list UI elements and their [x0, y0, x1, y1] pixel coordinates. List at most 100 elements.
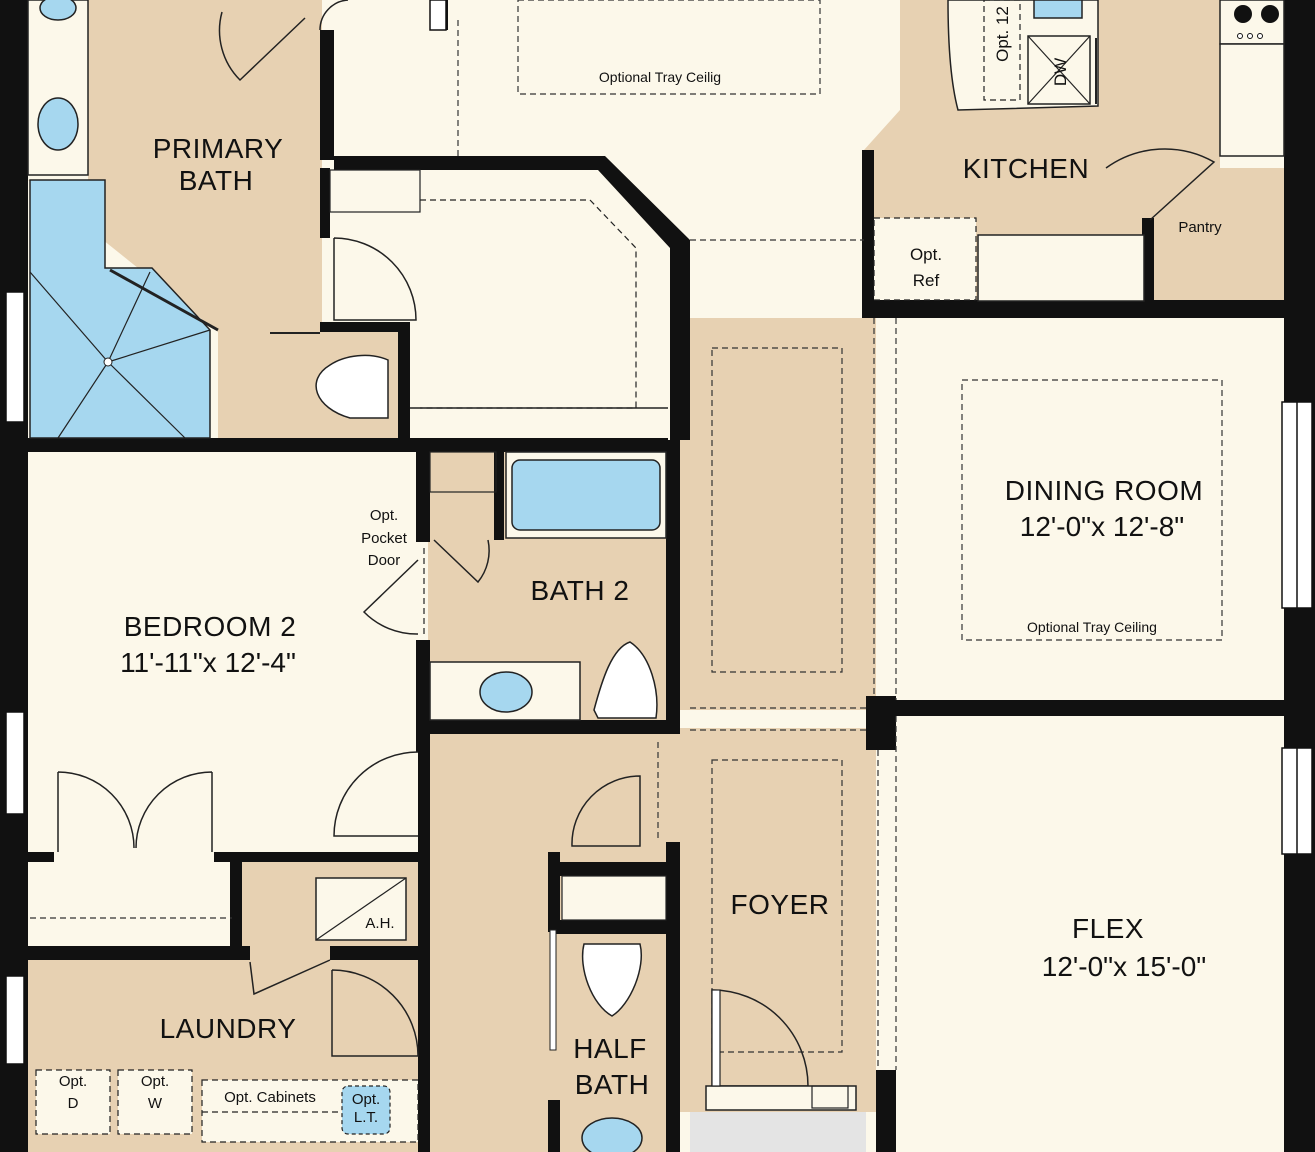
shower-line-4	[57, 361, 109, 439]
top-door-arc	[319, 0, 349, 31]
windows	[5, 291, 1313, 1065]
wall-bath2-bottom	[416, 720, 680, 734]
wall-bath2-closet	[494, 452, 504, 540]
shower-line-1	[29, 271, 109, 363]
laundry-door-swing	[331, 969, 419, 1057]
pantry-door-swing	[1105, 148, 1216, 221]
opt-cabinets-label: Opt. Cabinets	[224, 1089, 316, 1106]
wall-laundry-top	[28, 946, 250, 960]
pantry-label: Pantry	[1178, 219, 1222, 236]
shower-outline	[29, 179, 211, 439]
bedroom-2: BEDROOM 2 11'-11"x 12'-4" Opt. Pocket Do…	[30, 507, 425, 919]
wall-bedroom-right	[416, 452, 430, 542]
opt-laundry-tub	[341, 1085, 391, 1135]
foyer-label: FOYER	[731, 889, 830, 920]
closet-door-left	[57, 771, 135, 852]
wall-pantry-left	[1142, 218, 1154, 318]
dishwasher-x2	[1027, 35, 1091, 105]
toilet-primary	[315, 354, 389, 419]
kitchen-fixtures: DW Opt. 12 Pantry KITCHEN Opt. Ref	[873, 0, 1285, 302]
flex-dims: 12'-0"x 15'-0"	[1042, 951, 1206, 982]
window-laundry	[5, 975, 25, 1065]
opt-lt-label-2: L.T.	[354, 1109, 378, 1126]
wall-flex-left	[876, 1070, 896, 1152]
laundry: A.H. LAUNDRY Opt. D Opt. W Opt. Cabinets…	[35, 877, 419, 1143]
wall-bedroom-bottom	[214, 852, 430, 862]
opt-lt-label-1: Opt.	[352, 1091, 380, 1108]
dining-room-dims: 12'-0"x 12'-8"	[1020, 511, 1184, 542]
burner-1	[1234, 5, 1252, 23]
window-bedroom	[5, 711, 25, 815]
half-bath: HALF BATH	[549, 775, 667, 1152]
wall-hall-column	[866, 696, 896, 750]
burner-2	[1261, 5, 1279, 23]
bath-2-door-swing	[433, 539, 490, 584]
burner-3	[1237, 33, 1243, 39]
opt-dryer-label-1: Opt.	[59, 1073, 87, 1090]
tray-ceiling-great-note: Optional Tray Ceilig	[599, 69, 721, 85]
opt-12-box	[983, 0, 1021, 101]
wall-wc-right	[398, 332, 410, 440]
air-handler-label: A.H.	[365, 915, 394, 932]
opt-dryer-label-2: D	[68, 1095, 79, 1112]
closet-door-swing	[333, 237, 417, 321]
bath-2-linen	[429, 451, 497, 493]
laundry-label: LAUNDRY	[160, 1013, 297, 1044]
wall-closet-left	[230, 862, 242, 960]
tray-ceiling-dining	[961, 379, 1223, 641]
pocket-door-swing	[362, 559, 419, 635]
air-handler-diagonal	[315, 877, 407, 941]
primary-door-swing	[218, 11, 306, 82]
bedroom-door-swing	[333, 751, 419, 837]
entry-stoop	[690, 1112, 866, 1152]
kitchen-sink	[1033, 0, 1083, 19]
bedroom-2-label: BEDROOM 2	[124, 611, 297, 642]
hall	[690, 318, 897, 731]
opt-washer-label-1: Opt.	[141, 1073, 169, 1090]
opt-ref-label-1: Opt.	[910, 245, 942, 264]
wall-primary-bath-right-lower	[320, 168, 330, 238]
half-bath-closet	[561, 875, 667, 921]
hall-runner-upper	[711, 347, 843, 673]
closet-shelf	[329, 169, 421, 213]
front-door-sidelite	[811, 1085, 849, 1109]
bath-2-tub-basin	[511, 459, 661, 531]
dining-tray-note: Optional Tray Ceiling	[1027, 619, 1157, 635]
opt-ref-space	[873, 217, 977, 301]
wall-dining-flex	[876, 700, 1284, 716]
window-primary-bath	[5, 291, 25, 423]
shower-glass	[109, 268, 219, 332]
wall-bath2-right	[666, 440, 680, 734]
dining-room-label: DINING ROOM	[1005, 475, 1203, 506]
vanity-sink-lower	[37, 97, 79, 151]
dining-room: DINING ROOM 12'-0"x 12'-8" Optional Tray…	[961, 379, 1223, 641]
shower-line-3	[107, 329, 211, 363]
tray-ceiling-great	[517, 0, 821, 95]
bath-2-sink	[479, 671, 533, 713]
primary-bath-floor	[28, 0, 400, 440]
half-bath-sink	[581, 1117, 643, 1152]
primary-bath-label-2: BATH	[179, 165, 254, 196]
primary-bath-fixtures	[27, 0, 668, 439]
flex: FLEX 12'-0"x 15'-0"	[877, 716, 1206, 1070]
wall-foyer-left-pier	[666, 842, 680, 1152]
opt-washer	[117, 1069, 193, 1135]
front-door-threshold	[705, 1085, 857, 1111]
foyer: FOYER	[657, 742, 857, 1111]
opt-pocket-label-1: Opt.	[370, 507, 398, 524]
half-bath-pocket-rail	[549, 929, 557, 1051]
kitchen-counter-bottom	[977, 234, 1145, 302]
vanity-sink-upper	[39, 0, 77, 21]
half-bath-closet-door	[571, 775, 641, 847]
bedroom-2-dims: 11'-11"x 12'-4"	[120, 647, 296, 678]
primary-bath-label-1: PRIMARY	[153, 133, 284, 164]
wall-bath-bed	[28, 438, 668, 452]
laundry-closet-door	[249, 959, 331, 996]
wall-kitchen-bottom	[862, 300, 1284, 318]
wall-bedroom-bottom-left	[28, 852, 54, 862]
bath-2: BATH 2	[429, 451, 667, 721]
opt-ref-label-2: Ref	[913, 271, 940, 290]
burner-4	[1247, 33, 1253, 39]
opt-12-label: Opt. 12	[993, 6, 1012, 62]
